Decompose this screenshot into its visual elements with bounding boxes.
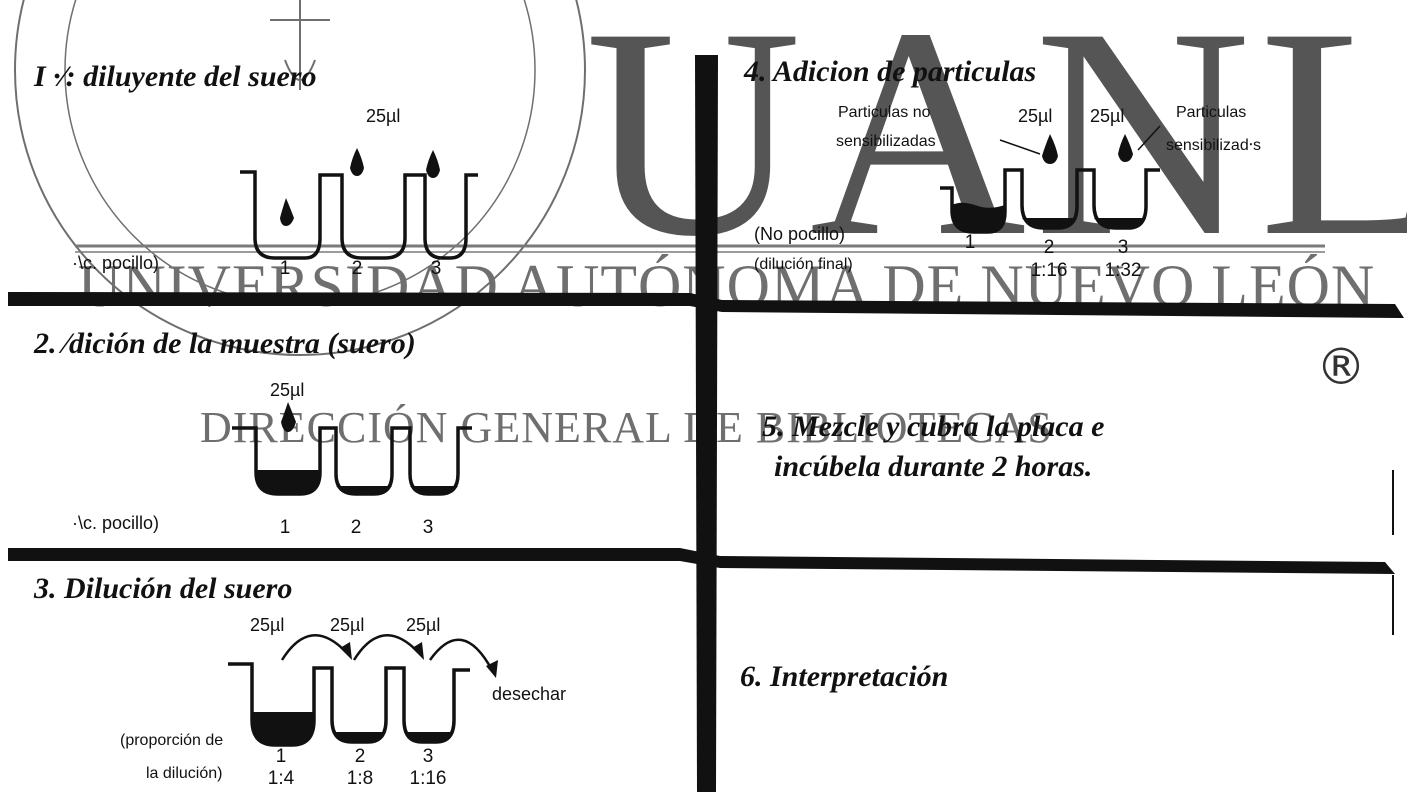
step2-volume: 25µl <box>270 380 305 400</box>
step4-note-unsensitized-2: sensibilizadas <box>836 133 936 150</box>
step3-fill <box>252 712 454 745</box>
divider-row-2 <box>8 548 1395 574</box>
step3-ratio-1: 1:4 <box>267 768 295 789</box>
drop-3 <box>426 150 440 178</box>
step4-well-1: 1 <box>964 232 976 253</box>
step4-volume-1: 25µl <box>1018 106 1053 126</box>
step3-well-1: 1 <box>275 746 287 767</box>
step4-title: 4. Adicion de particulas <box>744 55 1037 88</box>
step3-ratio-2: 1:8 <box>346 768 374 789</box>
step2-fill <box>256 402 458 494</box>
step1-volume: 25µl <box>366 106 401 126</box>
step5-line2: incúbela durante 2 horas. <box>774 450 1093 483</box>
drop-well-1 <box>280 198 294 226</box>
step6-title: 6. Interpretación <box>740 660 949 693</box>
vertical-divider <box>695 55 718 792</box>
step4-label-line2: (dilución final) <box>754 256 853 273</box>
step4-pointers <box>999 125 1161 155</box>
step4-well-3: 3 <box>1117 237 1129 258</box>
divider-row-1 <box>8 292 1404 318</box>
step3-well-2: 2 <box>354 746 366 767</box>
step2-well-3: 3 <box>422 517 434 538</box>
step4-ratio-2: 1:16 <box>1030 260 1068 281</box>
step4-note-unsensitized-1: Particulas no <box>838 104 931 121</box>
step1-well-3: 3 <box>430 258 442 279</box>
step4-label-line1: (No pocillo) <box>754 224 846 244</box>
step3-volume-3: 25µl <box>406 615 441 635</box>
step3-volume-2: 25µl <box>330 615 365 635</box>
step4-drop-2 <box>1042 134 1058 164</box>
step4-ratio-3: 1:32 <box>1104 260 1142 281</box>
step3-well-3: 3 <box>422 746 434 767</box>
step3-arrowheads <box>340 642 498 678</box>
step3-title: 3. Dilución del suero <box>34 572 293 605</box>
step2-drop <box>281 402 296 432</box>
step1-well-1: 1 <box>279 258 291 279</box>
step4-fill <box>952 134 1146 232</box>
step1-drops <box>280 148 440 226</box>
step1-row-label: ·\c. pocillo) <box>72 253 160 273</box>
step3-label-line2: la dilución) <box>146 765 223 782</box>
step3-volume-1: 25µl <box>250 615 285 635</box>
step4-volume-2: 25µl <box>1090 106 1125 126</box>
step3-label-line1: (proporción de <box>120 732 224 749</box>
step2-title: 2. ⁄dición de la muestra (suero) <box>34 327 416 360</box>
step2-row-label: ·\c. pocillo) <box>72 513 160 533</box>
step5-line1: 5. Mezcle y cubra la placa e <box>762 410 1105 443</box>
step1-well-2: 2 <box>351 258 363 279</box>
step4-drop-3 <box>1118 134 1133 162</box>
step3-ratio-3: 1:16 <box>409 768 447 789</box>
step3-discard-label: desechar <box>492 684 567 704</box>
step4-note-sensitized-1: Particulas <box>1176 104 1247 121</box>
step4-well-2: 2 <box>1043 237 1055 258</box>
drop-2 <box>350 148 364 176</box>
step1-title: I ·⁄: diluyente del suero <box>34 60 317 93</box>
step2-well-1: 1 <box>279 517 291 538</box>
step4-note-sensitized-2: sensibilizad⸱s <box>1166 137 1261 154</box>
step1-wells <box>240 170 478 260</box>
step2-well-2: 2 <box>350 517 362 538</box>
step3-arrows <box>280 634 494 671</box>
